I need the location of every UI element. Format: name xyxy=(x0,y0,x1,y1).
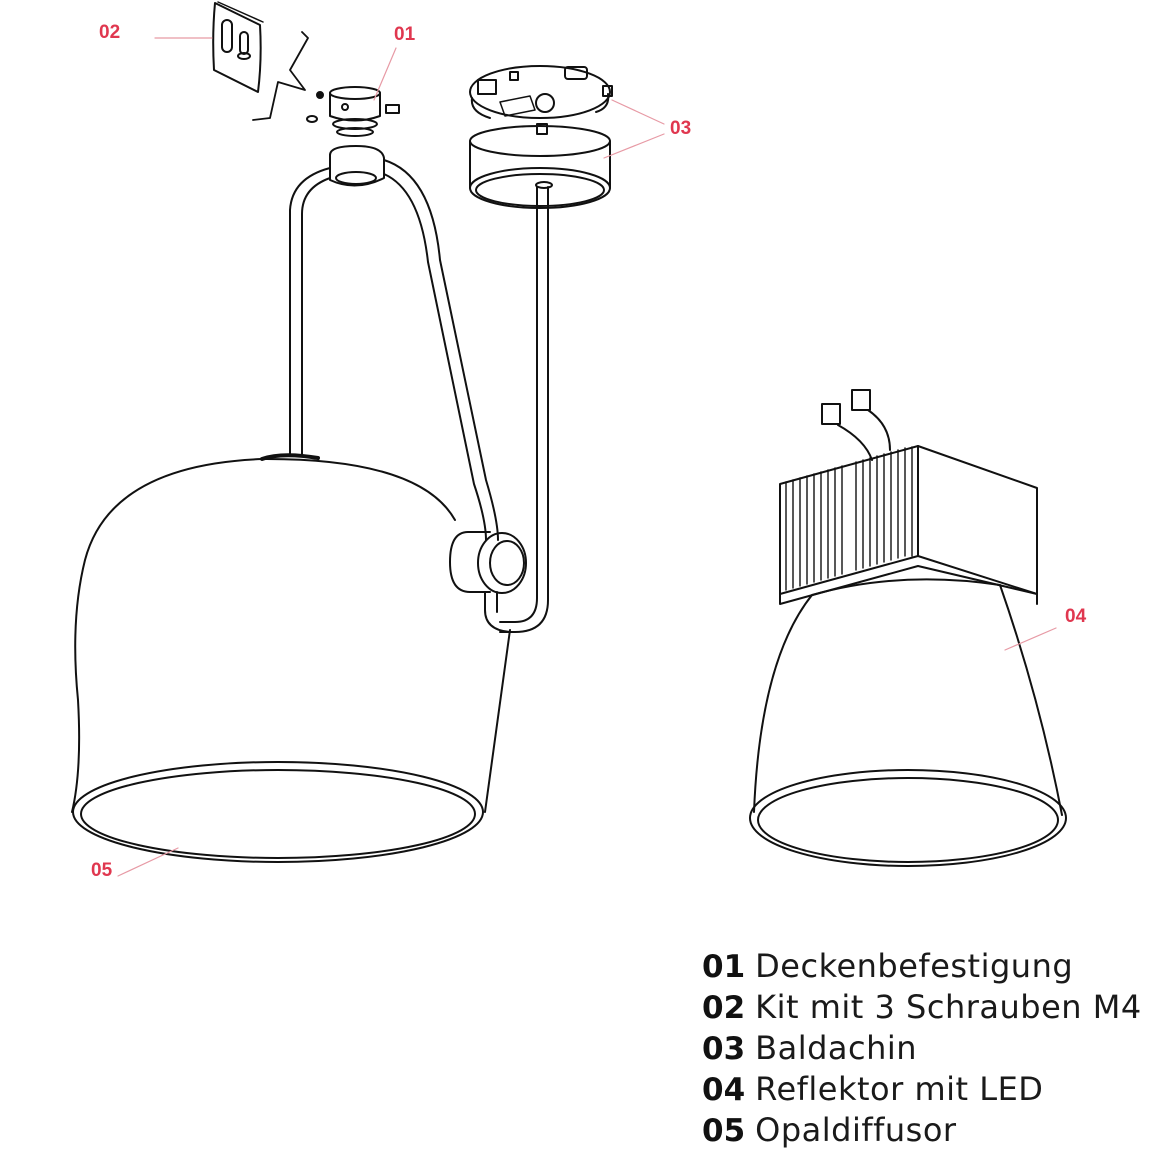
large-shade xyxy=(71,453,511,863)
legend-item-number: 03 xyxy=(702,1031,746,1067)
legend-item-label: Reflektor mit LED xyxy=(755,1070,1044,1108)
shade-pivot-knob xyxy=(449,531,527,633)
callout-03: 03 xyxy=(670,118,692,139)
ceiling-mount xyxy=(306,86,400,137)
legend-item-number: 02 xyxy=(702,990,746,1026)
callout-02: 02 xyxy=(99,22,121,43)
arm-joint-top xyxy=(329,145,385,187)
callout-04: 04 xyxy=(1065,606,1087,627)
legend-item-number: 05 xyxy=(702,1113,746,1149)
screw-kit-bag xyxy=(212,1,264,93)
leader-lines xyxy=(117,37,1057,877)
baldachin-canopy xyxy=(469,125,611,209)
reflector-led xyxy=(749,389,1067,867)
legend-item-label: Baldachin xyxy=(755,1029,918,1067)
legend-item-number: 04 xyxy=(702,1072,746,1108)
legend-item-label: Opaldiffusor xyxy=(755,1111,957,1149)
callout-05: 05 xyxy=(91,860,113,881)
legend-item-number: 01 xyxy=(702,949,746,985)
legend-item-label: Deckenbefestigung xyxy=(755,947,1074,985)
baldachin-plate xyxy=(469,65,613,135)
callout-01: 01 xyxy=(394,24,416,45)
legend-item-label: Kit mit 3 Schrauben M4 xyxy=(755,988,1142,1026)
